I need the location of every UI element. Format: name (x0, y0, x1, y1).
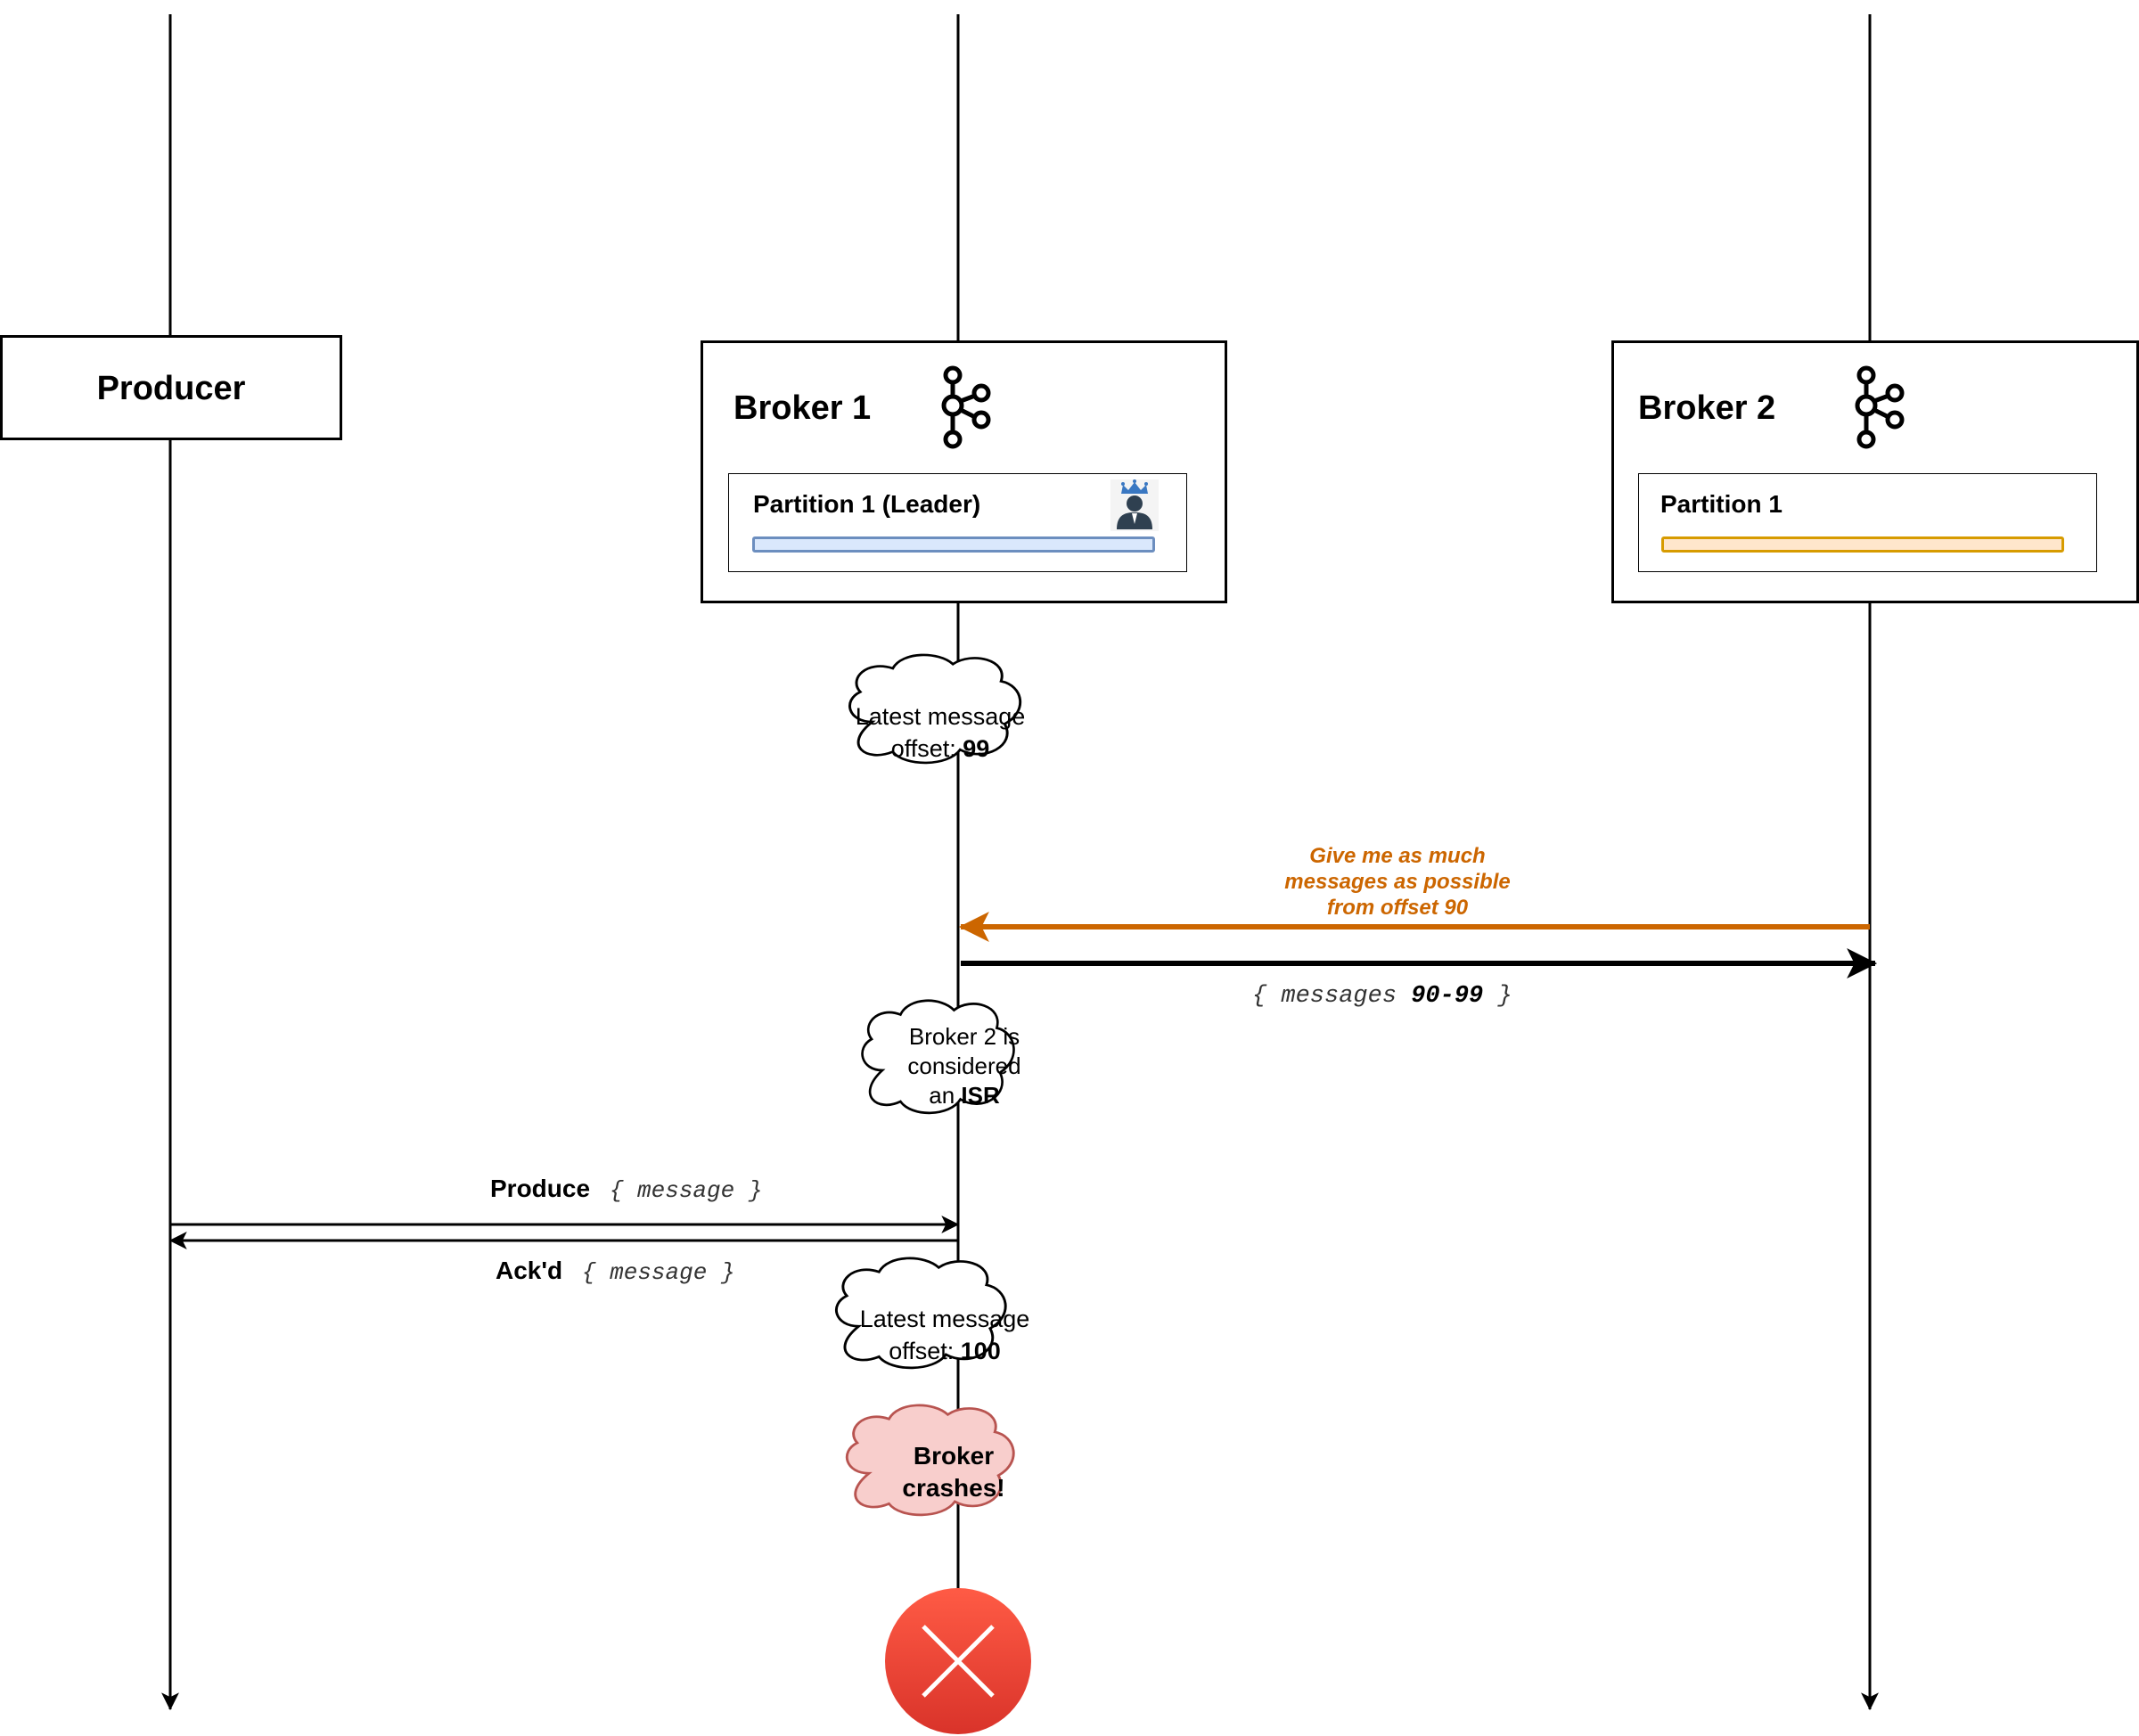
offset-after-line1: Latest message (859, 1306, 1030, 1332)
broker1-partition: Partition 1 (Leader) (728, 473, 1187, 572)
offset-after-note: Latest message offset: 100 (820, 1303, 1070, 1367)
produce-label: Produce { message } (490, 1175, 762, 1204)
crash-line2: crashes! (902, 1474, 1005, 1502)
isr-note: Broker 2 is considered an ISR (848, 1022, 1080, 1110)
crash-note: Broker crashes! (842, 1440, 1065, 1504)
offset-before-cloud (848, 653, 1021, 765)
isr-cloud (861, 999, 1015, 1115)
isr-value: ISR (961, 1082, 1000, 1109)
ack-payload: { message } (581, 1259, 735, 1286)
broker2-partition-label: Partition 1 (1660, 490, 1782, 518)
fetch-response-close: } (1483, 983, 1512, 1010)
offset-before-note: Latest message offset: 99 (833, 700, 1047, 765)
offset-after-line2: offset: 100 (889, 1338, 1001, 1364)
fetch-response-label: { messages 90-99 } (1252, 980, 1512, 1010)
ack-label: Ack'd { message } (496, 1257, 735, 1286)
isr-line1: Broker 2 is (908, 1023, 1020, 1050)
fetch-request-line2: messages as possible (1284, 870, 1511, 894)
crash-cloud (846, 1404, 1015, 1517)
produce-label-text: Produce (490, 1175, 591, 1202)
fetch-request-label: Give me as much messages as possible fro… (1219, 843, 1576, 921)
fetch-request-line3: from offset 90 (1326, 896, 1469, 920)
offset-before-line1: Latest message (855, 703, 1026, 730)
broker1-partition-label: Partition 1 (Leader) (753, 490, 981, 518)
crash-x-icon (885, 1588, 1031, 1734)
broker2-title: Broker 2 (1638, 389, 1776, 427)
offset-before-line2: offset: 99 (890, 735, 990, 762)
fetch-request-line1: Give me as much (1309, 844, 1486, 868)
leader-log-bar (752, 536, 1155, 553)
crash-line1: Broker (913, 1442, 995, 1470)
offset-after-value: 100 (960, 1338, 1001, 1364)
producer-box: Producer (0, 335, 342, 440)
kafka-logo-icon (1855, 365, 1905, 449)
leader-crown-icon (1110, 479, 1159, 531)
producer-title: Producer (96, 370, 246, 407)
isr-line3: an ISR (929, 1082, 1000, 1109)
kafka-logo-icon (941, 365, 991, 449)
follower-log-bar (1661, 536, 2064, 553)
broker2-partition: Partition 1 (1638, 473, 2097, 572)
ack-label-text: Ack'd (496, 1257, 563, 1284)
broker1-box: Broker 1 Partition 1 (Leader) (701, 340, 1227, 603)
isr-line2: considered (907, 1052, 1021, 1079)
fetch-response-range: 90-99 (1411, 983, 1484, 1010)
fetch-response-open: { messages (1252, 983, 1412, 1010)
offset-before-value: 99 (963, 735, 990, 762)
broker1-title: Broker 1 (733, 389, 872, 427)
produce-payload: { message } (609, 1177, 763, 1204)
broker2-box: Broker 2 Partition 1 (1611, 340, 2139, 603)
offset-after-cloud (835, 1257, 1007, 1370)
